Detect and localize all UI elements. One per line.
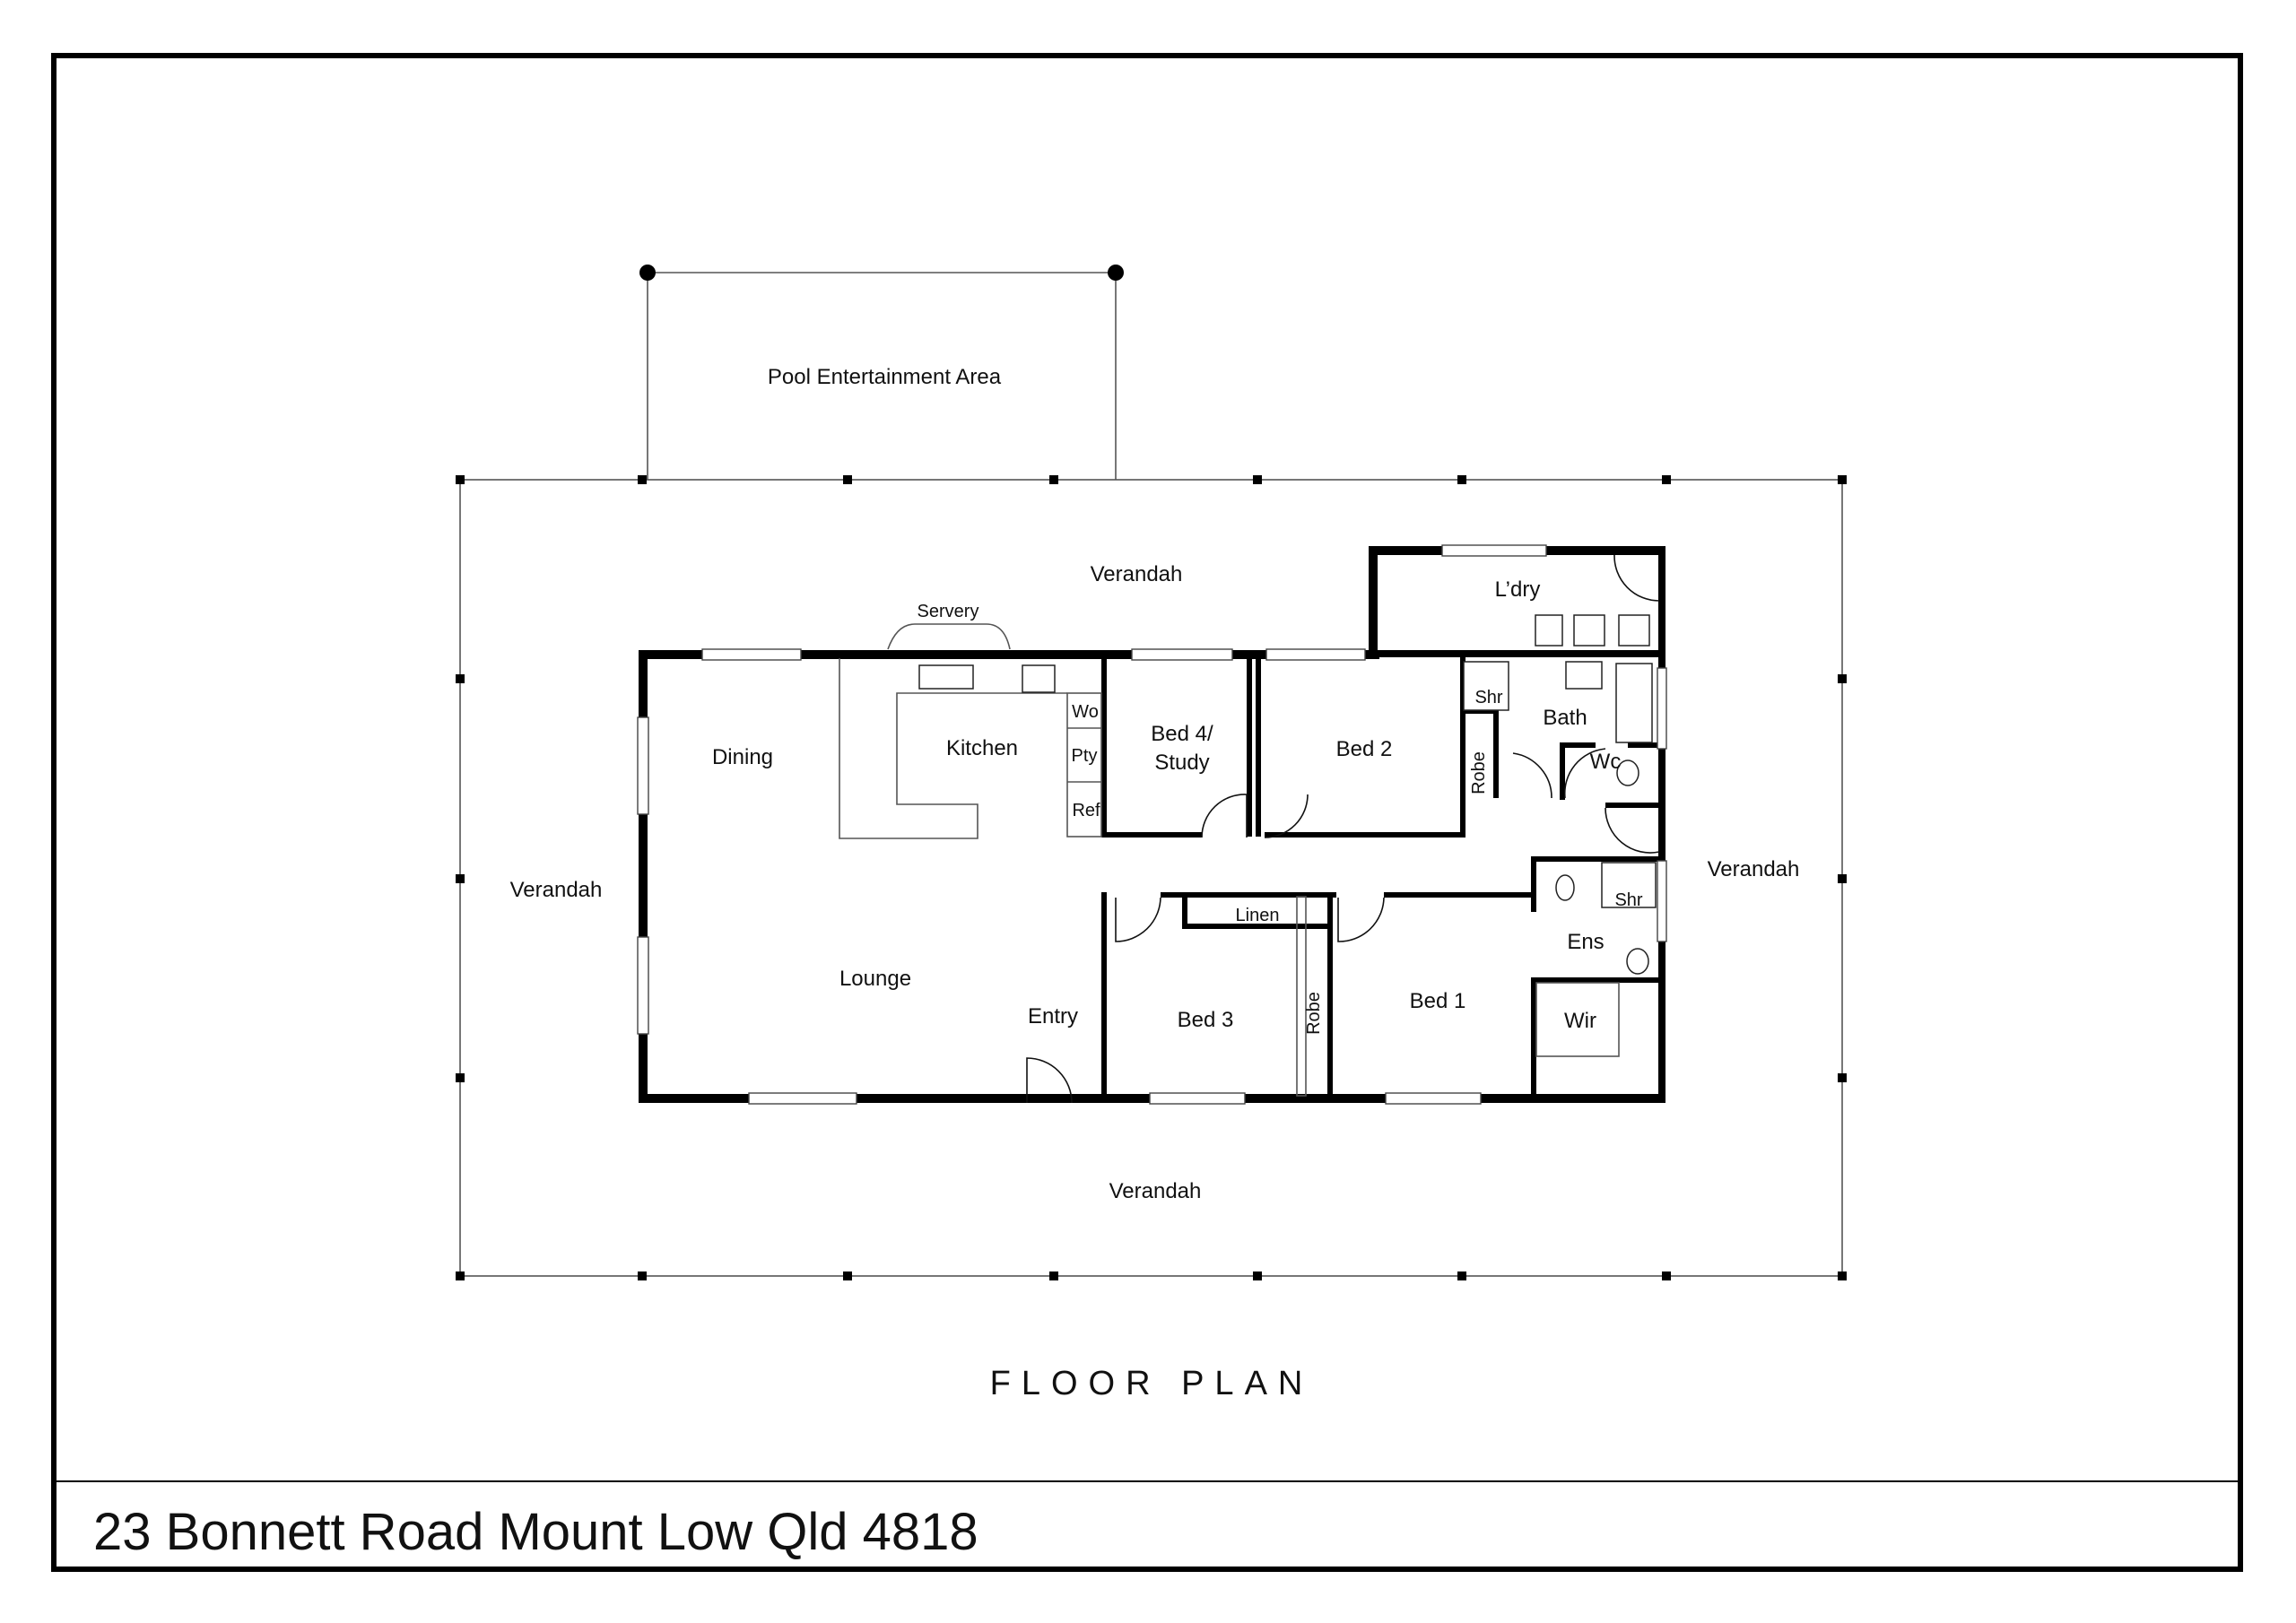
robe-bed2-label: Robe bbox=[1469, 751, 1489, 794]
house-walls bbox=[639, 546, 1665, 1103]
verandah-post bbox=[1838, 475, 1847, 484]
wir-label: Wir bbox=[1564, 1009, 1596, 1033]
verandah-post bbox=[456, 1073, 465, 1082]
pantry-label: Pty bbox=[1072, 746, 1098, 766]
verandah-right-label: Verandah bbox=[1708, 857, 1800, 881]
verandah-post bbox=[456, 1271, 465, 1280]
kitchen-label: Kitchen bbox=[946, 736, 1018, 760]
ensuite-label: Ens bbox=[1567, 930, 1604, 954]
pool-label: Pool Entertainment Area bbox=[768, 365, 1002, 389]
verandah-post bbox=[1457, 1271, 1466, 1280]
windows bbox=[637, 544, 1667, 1105]
bed1-label: Bed 1 bbox=[1410, 989, 1466, 1013]
verandah-post bbox=[1662, 475, 1671, 484]
plan-title: FLOOR PLAN bbox=[990, 1365, 1314, 1402]
verandah-post bbox=[456, 674, 465, 683]
verandah-top-label: Verandah bbox=[1091, 562, 1183, 586]
verandah-post bbox=[1838, 1073, 1847, 1082]
bed3-label: Bed 3 bbox=[1178, 1008, 1234, 1032]
servery-label: Servery bbox=[918, 602, 979, 621]
kitchen-fittings bbox=[839, 614, 1657, 1097]
entry-label: Entry bbox=[1028, 1004, 1078, 1028]
verandah-post bbox=[1049, 1271, 1058, 1280]
verandah-post bbox=[638, 475, 647, 484]
verandah-post bbox=[1253, 475, 1262, 484]
page-border bbox=[51, 53, 2243, 1572]
bed4-label-line2: Study bbox=[1154, 751, 1209, 775]
verandah-post bbox=[1838, 1271, 1847, 1280]
verandah-post bbox=[1457, 475, 1466, 484]
verandah-post bbox=[456, 475, 465, 484]
bed2-label: Bed 2 bbox=[1336, 737, 1393, 761]
verandah-bottom-label: Verandah bbox=[1109, 1179, 1202, 1203]
verandah-post bbox=[843, 475, 852, 484]
post-marker bbox=[1108, 265, 1124, 281]
verandah-post bbox=[638, 1271, 647, 1280]
verandah-left-label: Verandah bbox=[510, 878, 603, 902]
verandah-post bbox=[1838, 874, 1847, 883]
laundry-label: L’dry bbox=[1495, 577, 1541, 602]
dining-label: Dining bbox=[712, 745, 773, 769]
lounge-label: Lounge bbox=[839, 967, 911, 991]
bath-label: Bath bbox=[1543, 706, 1587, 730]
ensuite-shower-label: Shr bbox=[1614, 890, 1642, 910]
verandah-post bbox=[1253, 1271, 1262, 1280]
pool-entertainment-area bbox=[639, 265, 1124, 480]
verandah-outline bbox=[456, 475, 1847, 1280]
doors bbox=[887, 554, 1660, 1104]
verandah-post bbox=[1662, 1271, 1671, 1280]
property-address: 23 Bonnett Road Mount Low Qld 4818 bbox=[93, 1503, 978, 1561]
bath-shower-label: Shr bbox=[1474, 688, 1502, 707]
fridge-label: Ref bbox=[1072, 801, 1100, 820]
verandah-post bbox=[1838, 674, 1847, 683]
robe-bed3-label: Robe bbox=[1304, 992, 1324, 1035]
verandah-post bbox=[843, 1271, 852, 1280]
verandah-post bbox=[456, 874, 465, 883]
post-marker bbox=[639, 265, 656, 281]
verandah-post bbox=[1049, 475, 1058, 484]
room-labels: Pool Entertainment Area Verandah Veranda… bbox=[510, 365, 1800, 1203]
bed4-label: Bed 4/ bbox=[1151, 722, 1213, 746]
linen-label: Linen bbox=[1236, 906, 1280, 925]
wc-label: Wc bbox=[1590, 750, 1622, 774]
wall-oven-label: Wo bbox=[1072, 702, 1099, 722]
